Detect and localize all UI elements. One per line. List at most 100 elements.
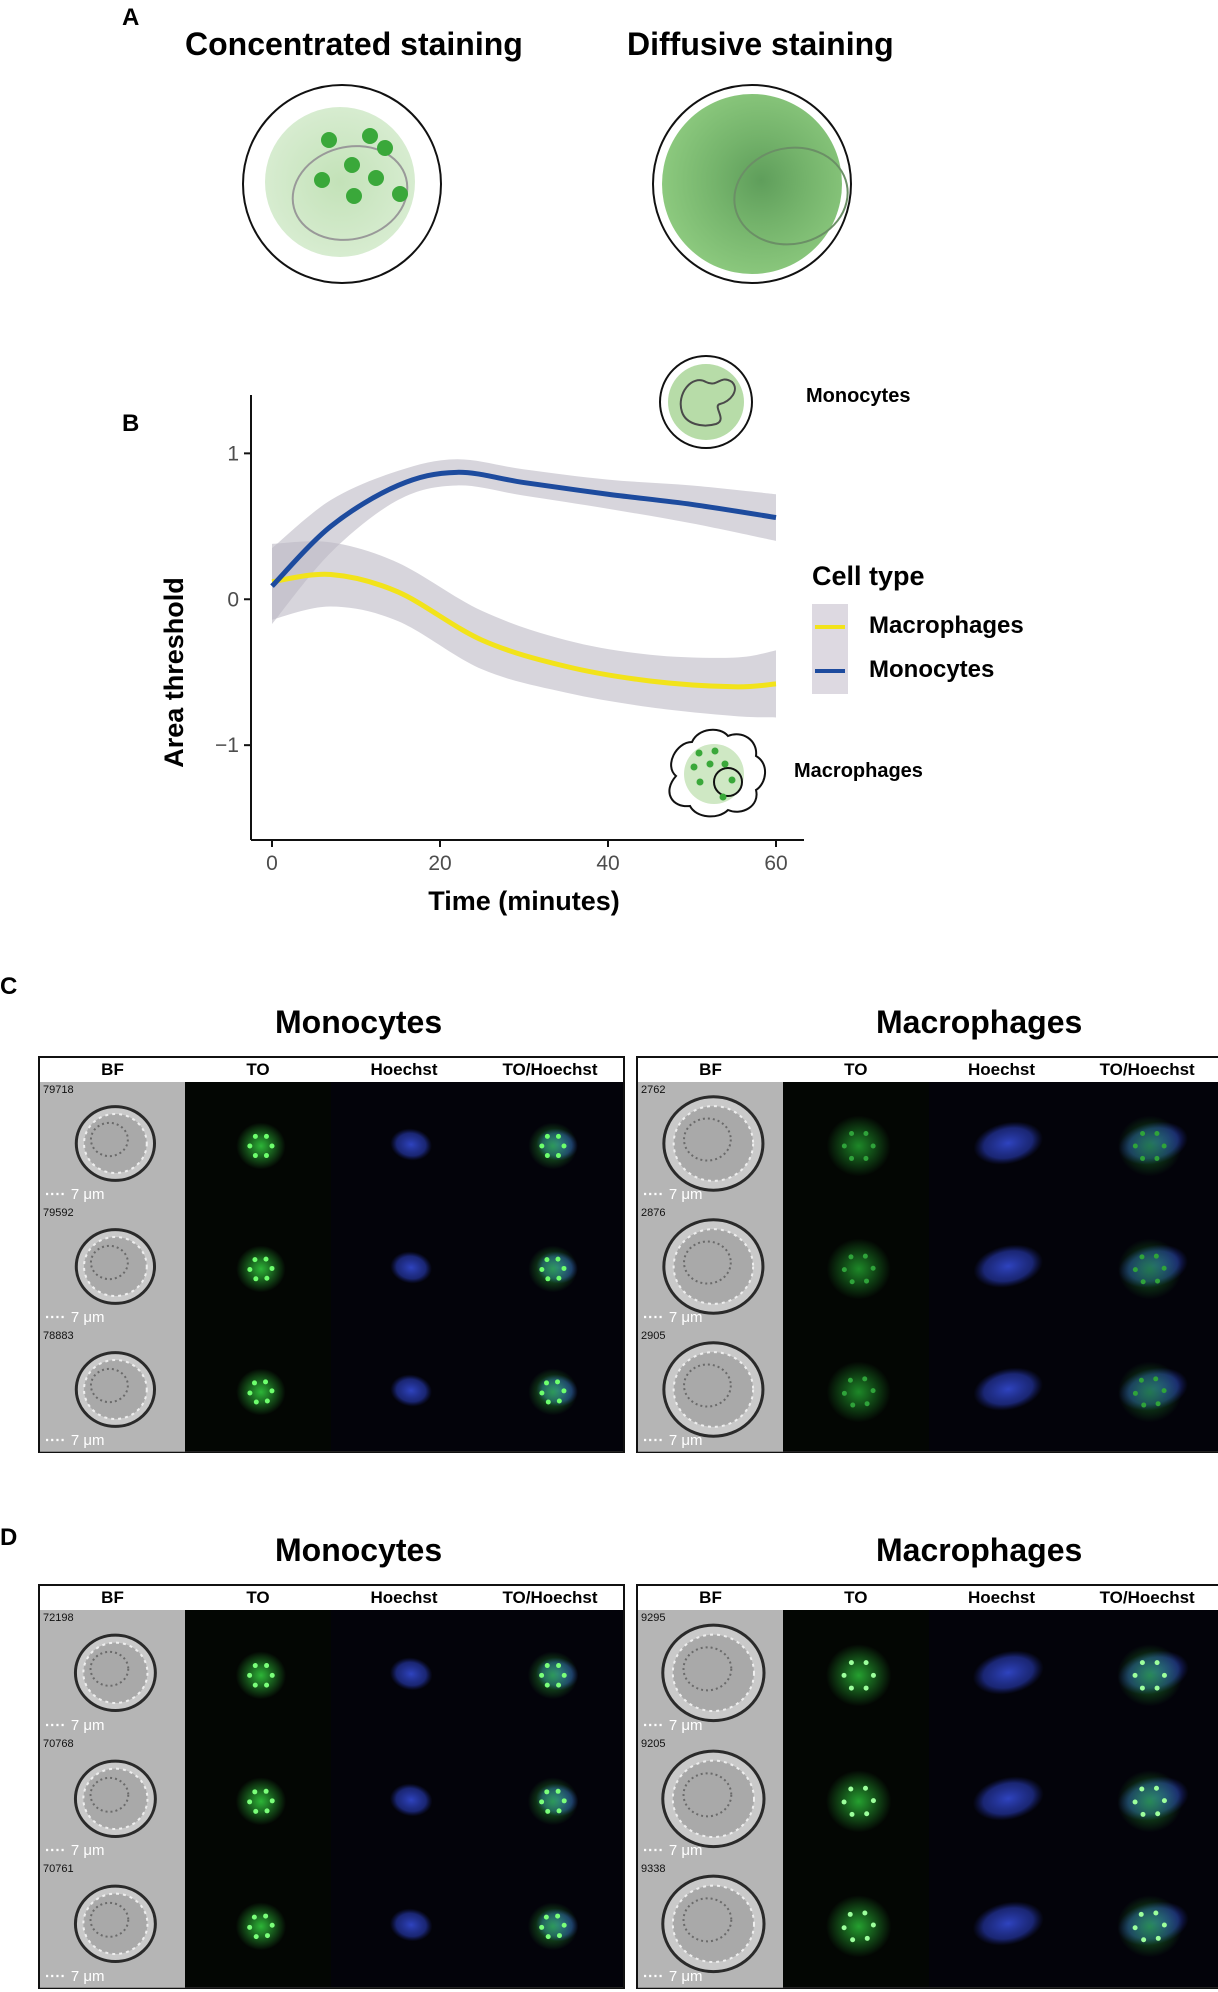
fluorescent-cell	[972, 1901, 1044, 1946]
fluorescent-cell	[1117, 1644, 1190, 1707]
scale-bar: ∙∙∙∙ 7 μm	[643, 1309, 703, 1326]
scale-bar: ∙∙∙∙ 7 μm	[643, 1432, 703, 1449]
column-header-to: TO	[844, 1588, 868, 1607]
brightfield-cell	[661, 1749, 766, 1848]
column-header-hoechst: Hoechst	[370, 1060, 438, 1079]
scale-bar-dots: ∙∙∙∙	[45, 1967, 71, 1985]
legend-swatch-monocytes	[815, 669, 845, 673]
diffusive-staining-cell-diagram	[652, 84, 852, 284]
to-hoechst-merge-image	[1074, 1735, 1218, 1863]
cell-id-label: 2876	[641, 1207, 666, 1219]
scale-bar: ∙∙∙∙ 7 μm	[45, 1186, 105, 1203]
scale-bar-dots: ∙∙∙∙	[45, 1186, 71, 1203]
to-hoechst-merge-image	[477, 1328, 623, 1452]
hoechst-fluorescence-image	[331, 1861, 477, 1988]
to-fluorescence-image	[783, 1861, 929, 1988]
hoechst-fluorescence-image	[331, 1328, 477, 1452]
brightfield-image: 70761∙∙∙∙ 7 μm	[40, 1861, 185, 1988]
cell-id-label: 9338	[641, 1863, 666, 1876]
brightfield-image: 2905 ∙∙∙∙ 7 μm	[638, 1328, 783, 1452]
scale-bar: ∙∙∙∙ 7 μm	[643, 1842, 703, 1859]
column-header-hoechst: Hoechst	[370, 1588, 438, 1607]
hoechst-fluorescence-image	[928, 1082, 1075, 1206]
scale-bar: ∙∙∙∙ 7 μm	[45, 1968, 105, 1985]
fluorescent-cell	[826, 1769, 892, 1833]
brightfield-cell	[662, 1341, 765, 1438]
to-fluorescence-image	[783, 1205, 929, 1329]
fluorescent-cell	[236, 1368, 286, 1416]
fluorescent-cell	[826, 1644, 892, 1707]
brightfield-cell	[74, 1351, 157, 1428]
cell-id-label: 79592	[43, 1207, 74, 1219]
fluorescent-cell	[826, 1238, 891, 1300]
fluorescent-cell	[527, 1651, 579, 1700]
fluorescent-cell	[390, 1251, 432, 1284]
to-hoechst-merge-image	[1074, 1328, 1218, 1452]
column-header-to: TO	[246, 1060, 270, 1079]
fluorescent-cell	[390, 1374, 432, 1407]
to-fluorescence-image	[783, 1735, 929, 1863]
to-fluorescence-image	[185, 1082, 331, 1206]
cell-id-label: 78883	[43, 1330, 74, 1342]
y-axis-label: Area threshold	[159, 577, 189, 768]
scale-bar-label: 7 μm	[70, 1967, 105, 1985]
y-tick-label: 0	[227, 588, 239, 611]
x-tick-label: 40	[596, 852, 619, 875]
x-tick-label: 60	[764, 852, 787, 875]
brightfield-image: 70768∙∙∙∙ 7 μm	[40, 1735, 185, 1863]
brightfield-image: 72198 ∙∙∙∙ 7 μm	[40, 1610, 185, 1737]
column-header-to-hoechst: TO/Hoechst	[502, 1588, 598, 1607]
to-hoechst-merge-image	[1074, 1082, 1218, 1206]
x-axis-label: Time (minutes)	[428, 886, 620, 916]
fluorescent-cell	[826, 1895, 892, 1958]
panel-a-letter: A	[122, 4, 140, 31]
hoechst-fluorescence-image	[331, 1082, 477, 1206]
column-header-to-hoechst: TO/Hoechst	[502, 1060, 598, 1079]
cell-id-label: 72198	[43, 1612, 74, 1624]
image-grid-header: BF TO Hoechst TO/Hoechst	[638, 1586, 1218, 1611]
panel-d-macrophages-title: Macrophages	[876, 1532, 1083, 1568]
to-hoechst-merge-image	[477, 1610, 623, 1737]
scale-bar-label: 7 μm	[70, 1716, 105, 1734]
to-hoechst-merge-image	[477, 1861, 623, 1988]
to-hoechst-merge-image	[1074, 1861, 1218, 1988]
confidence-band-macrophages	[272, 541, 776, 718]
hoechst-fluorescence-image	[928, 1735, 1075, 1863]
to-hoechst-merge-image	[1074, 1205, 1218, 1329]
cell-id-label: 9295	[641, 1612, 666, 1624]
fluorescent-cell	[528, 1122, 578, 1170]
column-header-hoechst: Hoechst	[967, 1588, 1036, 1607]
fluorescent-cell	[236, 1245, 286, 1293]
hoechst-fluorescence-image	[331, 1205, 477, 1329]
panel-c-letter: C	[0, 973, 18, 1000]
to-fluorescence-image	[185, 1861, 331, 1988]
scale-bar: ∙∙∙∙ 7 μm	[45, 1717, 105, 1734]
column-header-bf: BF	[699, 1588, 722, 1607]
scale-bar-dots: ∙∙∙∙	[643, 1309, 669, 1326]
column-header-to-hoechst: TO/Hoechst	[1099, 1588, 1195, 1607]
fluorescent-cell	[973, 1121, 1043, 1165]
panel-c-macrophages-title: Macrophages	[876, 1004, 1083, 1040]
fluorescent-cell	[389, 1783, 433, 1817]
fluorescent-cell	[528, 1245, 578, 1293]
concentrated-staining-title: Concentrated staining	[185, 26, 523, 62]
fluorescent-cell	[1117, 1769, 1190, 1833]
brightfield-image: 79718 ∙∙∙∙ 7 μm	[40, 1082, 185, 1206]
to-hoechst-merge-image	[477, 1205, 623, 1329]
hoechst-fluorescence-image	[928, 1205, 1075, 1329]
fluorescent-cell	[528, 1368, 578, 1416]
scale-bar-dots: ∙∙∙∙	[45, 1309, 71, 1326]
fluorescent-cell	[826, 1115, 891, 1177]
to-hoechst-merge-image	[477, 1082, 623, 1206]
monocyte-icon	[659, 355, 753, 449]
fluorescent-cell	[973, 1244, 1043, 1288]
column-header-to-hoechst: TO/Hoechst	[1099, 1060, 1195, 1079]
scale-bar-label: 7 μm	[668, 1432, 703, 1449]
cell-id-label: 2905	[641, 1330, 666, 1342]
cell-id-label: 79718	[43, 1084, 74, 1096]
fluorescent-cell	[826, 1361, 891, 1423]
